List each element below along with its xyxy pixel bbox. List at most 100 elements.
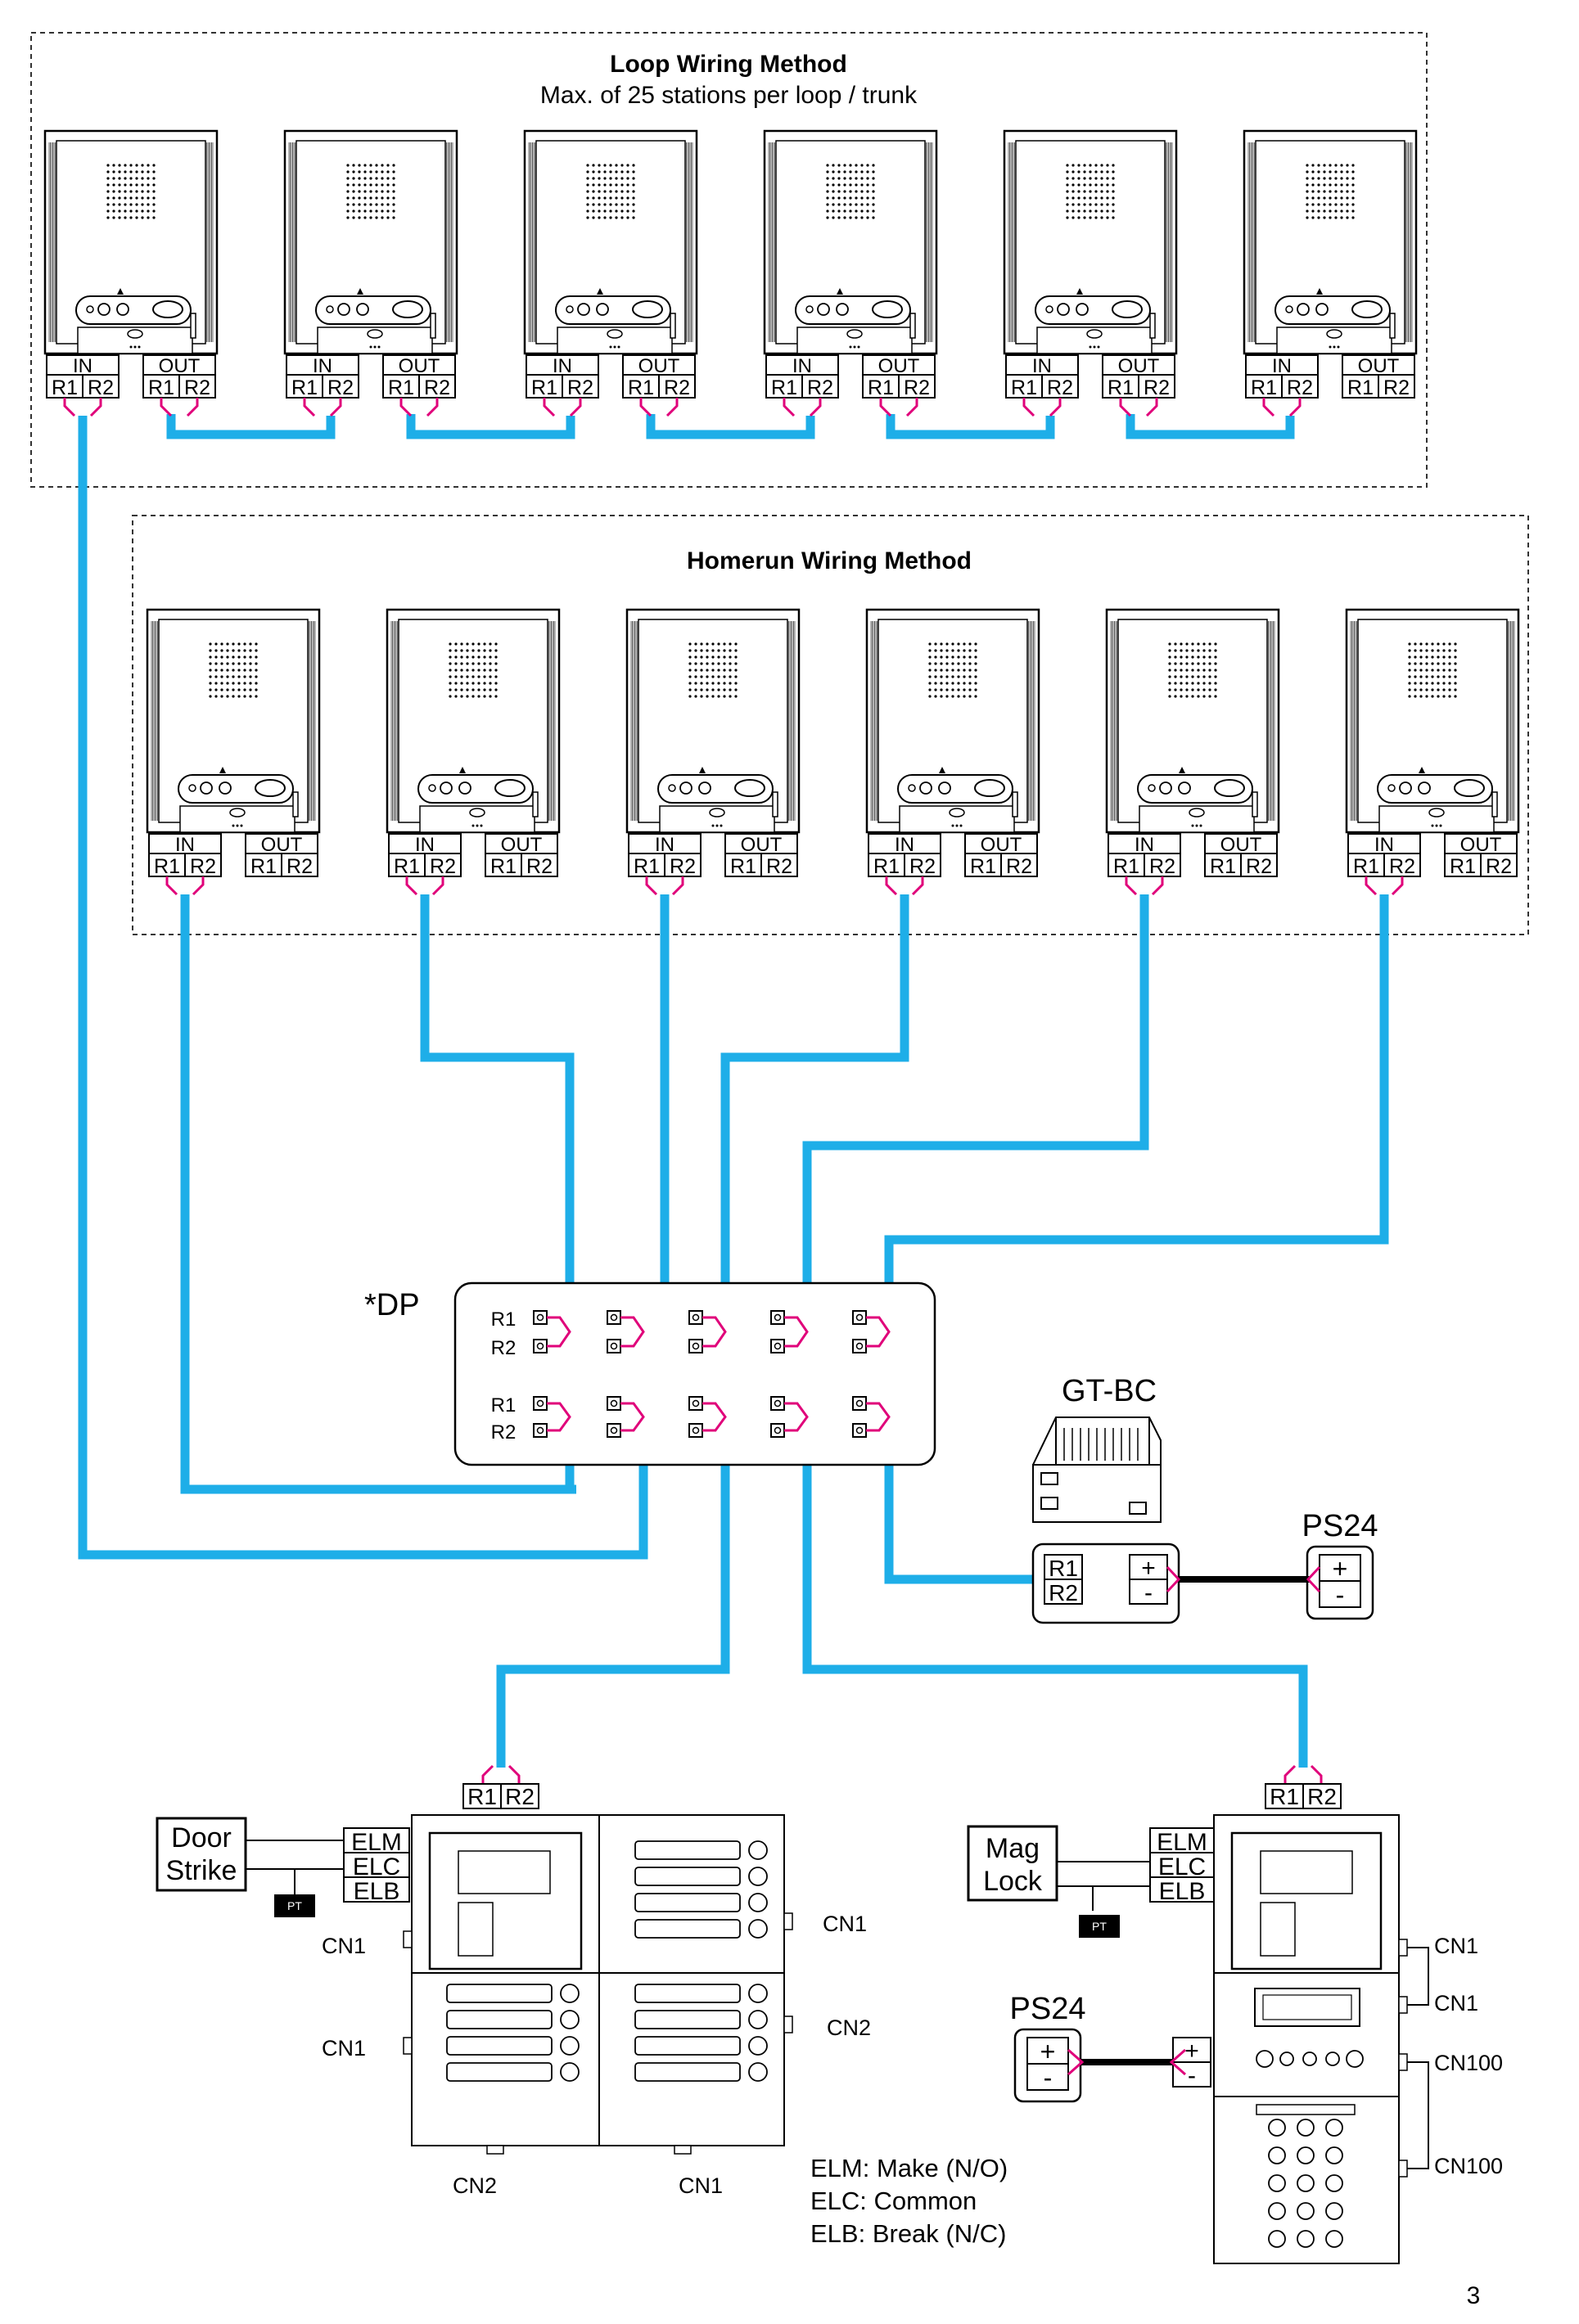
r1-label: R1 (1347, 376, 1374, 399)
call-button-icon (577, 303, 590, 316)
keypad-function-icon (1256, 2050, 1274, 2068)
unlock-button-icon (1351, 300, 1383, 318)
name-plate (634, 1893, 741, 1912)
name-plate (634, 2062, 741, 2082)
ps24-lower-minus: - (1044, 2063, 1053, 2092)
door-strike-label-1: Door (171, 1822, 232, 1853)
r1-label: R1 (1113, 855, 1139, 878)
name-plate (446, 2036, 553, 2056)
panel-plus: + (1184, 2038, 1199, 2065)
name-plate (446, 2062, 553, 2082)
gtbc-r2: R2 (1049, 1580, 1078, 1606)
r1-label: R1 (628, 376, 654, 399)
lead-wire (885, 876, 924, 896)
speaker-grille-icon (586, 164, 635, 219)
lead-wire (879, 398, 918, 417)
call-button-icon (748, 2010, 768, 2029)
keypad-key-icon (1297, 2119, 1315, 2137)
loop-frame (30, 32, 1428, 488)
keypad-function-icon (1325, 2052, 1340, 2066)
homerun-title: Homerun Wiring Method (687, 547, 972, 574)
gt-bc: GT-BC R1 R2 + - (1031, 1374, 1180, 1624)
in-label: IN (313, 355, 332, 377)
in-label: IN (1135, 834, 1154, 856)
indicator-icon (1326, 329, 1342, 339)
call-button-icon (200, 781, 213, 795)
loop-trunk-wire (78, 416, 648, 1560)
r1-label: R1 (388, 376, 414, 399)
right-cn1-a: CN1 (1434, 1934, 1478, 1958)
lead-wire (543, 398, 582, 417)
r2-label: R2 (1287, 376, 1313, 399)
r2-label: R2 (286, 855, 313, 878)
keypad-key-icon (1325, 2146, 1343, 2164)
indicator-icon (1428, 808, 1445, 817)
lead-wire (783, 398, 822, 417)
keypad-key-icon (1268, 2230, 1286, 2248)
bell-icon (459, 767, 466, 773)
r1-label: R1 (490, 855, 517, 878)
ps24-lower-plus: + (1040, 2037, 1056, 2066)
r2-label: R2 (526, 855, 553, 878)
pt-right (1079, 1915, 1120, 1938)
r1-label: R1 (730, 855, 756, 878)
unlock-button-icon (1454, 779, 1485, 797)
right-panel-r2: R2 (1307, 1784, 1337, 1809)
out-label: OUT (741, 834, 783, 856)
left-cn2-right: CN2 (827, 2015, 871, 2040)
unlock-button-icon (1214, 779, 1245, 797)
door-strike-label-2: Strike (166, 1855, 237, 1886)
homerun-wire-2 (420, 894, 575, 1332)
r2-label: R2 (807, 376, 833, 399)
call-button-icon (1399, 781, 1412, 795)
unlock-button-icon (152, 300, 183, 318)
left-elm: ELM (351, 1829, 402, 1856)
loop-wire-4 (886, 416, 1055, 439)
keypad-key-icon (1268, 2202, 1286, 2220)
bell-icon (1316, 288, 1323, 295)
mag-lock-label-1: Mag (986, 1833, 1040, 1864)
pt-right-label: PT (1092, 1920, 1107, 1933)
entrance-panel-right: CN1 CN1 CN100 CN100 R1 R2 ELM ELC ELB Ma… (967, 1783, 1503, 2264)
dp-r1-bottom: R1 (491, 1394, 517, 1416)
indicator-icon (1086, 329, 1103, 339)
r2-label: R2 (909, 855, 936, 878)
call-button-icon (1159, 781, 1172, 795)
legend-elm: ELM: Make (N/O) (810, 2154, 1008, 2182)
loop-wire-2 (406, 416, 575, 439)
call-button-icon (748, 1840, 768, 1860)
bell-icon (699, 767, 706, 773)
dp-lead (620, 1316, 645, 1348)
loop-subtitle: Max. of 25 stations per loop / trunk (540, 82, 918, 109)
pt-left-label: PT (287, 1899, 302, 1912)
r2-label: R2 (88, 376, 114, 399)
ps24-upper-label: PS24 (1302, 1509, 1378, 1543)
mag-lock-label-2: Lock (983, 1866, 1043, 1897)
right-panel-r1: R1 (1270, 1784, 1299, 1809)
r1-label: R1 (531, 376, 557, 399)
call-button-icon (919, 781, 932, 795)
panel-lead (481, 1764, 521, 1784)
homerun-wire-5 (802, 894, 1149, 1332)
r2-label: R2 (1383, 376, 1410, 399)
in-label: IN (415, 834, 435, 856)
lead-wire (1125, 876, 1164, 896)
keypad-key-icon (1325, 2174, 1343, 2192)
bell-icon (939, 767, 945, 773)
in-label: IN (655, 834, 674, 856)
out-label: OUT (1358, 355, 1400, 377)
out-label: OUT (399, 355, 440, 377)
out-label: OUT (159, 355, 201, 377)
indicator-icon (229, 808, 246, 817)
loop-title: Loop Wiring Method (610, 51, 847, 78)
panel-minus: - (1188, 2062, 1196, 2089)
dp-lead (866, 1316, 891, 1348)
name-plate (634, 1984, 741, 2003)
call-button-icon (97, 303, 111, 316)
lead-wire (1262, 398, 1302, 417)
